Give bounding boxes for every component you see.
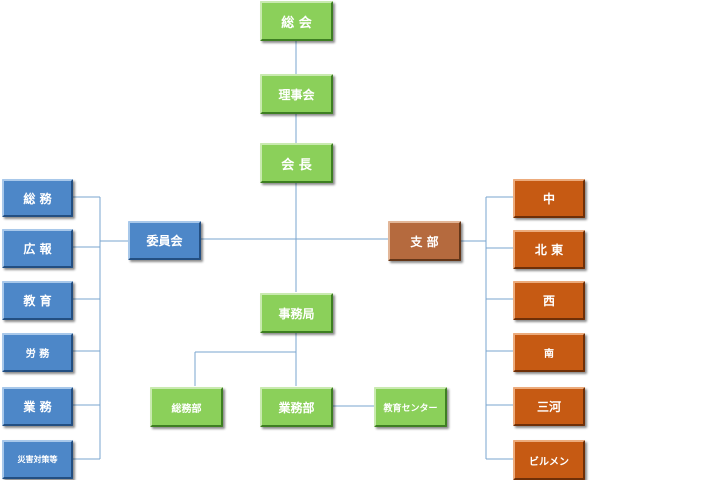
node-rijikai: 理事会 [260,74,333,114]
committee-somu: 総 務 [2,179,73,217]
dept-gyomubu: 業務部 [260,387,333,427]
committee-romu: 労 務 [2,333,73,372]
dept-kyoiku-center: 教育センター [374,387,447,427]
committee-saigai: 災害対策等 [2,440,73,479]
node-iinkai: 委員会 [128,221,201,260]
committee-gyomu: 業 務 [2,387,73,426]
committee-kyoiku: 教 育 [2,281,73,320]
branch-naka: 中 [513,179,585,218]
node-shibu: 支 部 [388,221,461,261]
branch-nishi: 西 [513,281,585,320]
dept-somubu: 総務部 [150,387,223,427]
node-jimukyoku: 事務局 [260,293,333,333]
node-soukai: 総 会 [260,1,333,41]
branch-birumen: ビルメン [513,440,585,480]
committee-koho: 広 報 [2,229,73,268]
branch-minami: 南 [513,333,585,372]
branch-mikawa: 三河 [513,387,585,426]
node-kaicho: 会 長 [260,143,333,183]
branch-hokuto: 北 東 [513,230,585,269]
